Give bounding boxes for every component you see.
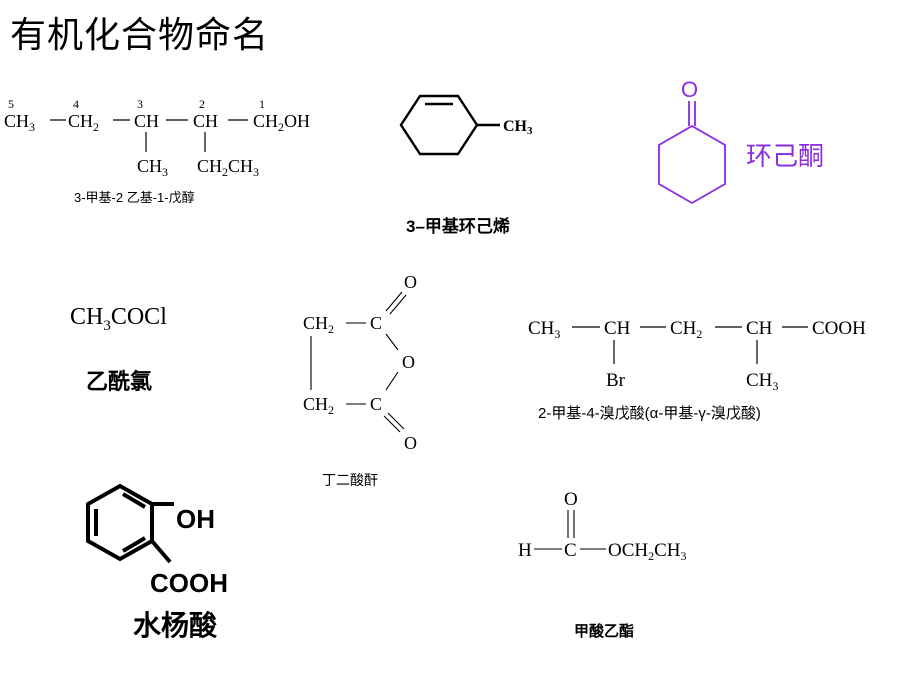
carboxyl-group: COOH	[150, 568, 228, 598]
chain-atom-c3: CH	[134, 111, 159, 131]
chain-atom-c2: CH	[746, 318, 773, 339]
compound-name: 环己酮	[746, 142, 825, 172]
compound-name: 2-甲基-4-溴戊酸(α-甲基-γ-溴戊酸)	[538, 405, 761, 422]
formula: CH3COCl	[70, 304, 167, 334]
hydroxyl-group: OH	[176, 504, 215, 534]
substituent-ethyl: CH2CH3	[197, 156, 259, 179]
compound-name: 水杨酸	[133, 610, 218, 641]
carbon-number-4: 4	[73, 97, 79, 111]
methylene-bottom: CH2	[303, 394, 334, 417]
carbon-number-1: 1	[259, 97, 265, 111]
bromine-substituent: Br	[606, 370, 626, 391]
carbonyl-carbon: C	[564, 540, 577, 561]
ethoxy-group: OCH2CH3	[608, 540, 687, 563]
carbon-number-2: 2	[199, 97, 205, 111]
methyl-group: CH3	[503, 118, 533, 137]
compound-name: 甲酸乙酯	[574, 623, 635, 640]
carbonyl-oxygen: O	[564, 489, 578, 510]
compound-name: 丁二酸酐	[322, 472, 378, 488]
compound-name: 3-甲基-2 乙基-1-戊醇	[74, 190, 195, 205]
carbon-number-5: 5	[8, 97, 14, 111]
methyl-substituent: CH3	[746, 370, 778, 393]
chain-atom-c4: CH	[604, 318, 631, 339]
carbon-top: C	[370, 313, 382, 333]
chain-atom-c1: CH2OH	[253, 111, 310, 134]
carbon-bottom: C	[370, 394, 382, 414]
carbonyl-oxygen-top: O	[404, 272, 417, 292]
chain-atom-c4: CH2	[68, 111, 99, 134]
chain-atom-c5: CH3	[4, 111, 35, 134]
substituent-methyl: CH3	[137, 156, 168, 179]
oxygen-atom: O	[681, 77, 698, 102]
methylene-top: CH2	[303, 313, 334, 336]
hydrogen-atom: H	[518, 540, 532, 561]
page-title: 有机化合物命名	[10, 15, 270, 56]
carboxyl-group: COOH	[812, 318, 866, 339]
carbonyl-oxygen-bottom: O	[404, 433, 417, 453]
carbon-number-3: 3	[137, 97, 143, 111]
compound-name: 乙酰氯	[86, 369, 153, 394]
chain-atom-c3: CH2	[670, 318, 702, 341]
compound-name: 3–甲基环己烯	[406, 217, 510, 236]
ring-oxygen: O	[402, 352, 415, 372]
chain-atom-c5: CH3	[528, 318, 560, 341]
chain-atom-c2: CH	[193, 111, 218, 131]
